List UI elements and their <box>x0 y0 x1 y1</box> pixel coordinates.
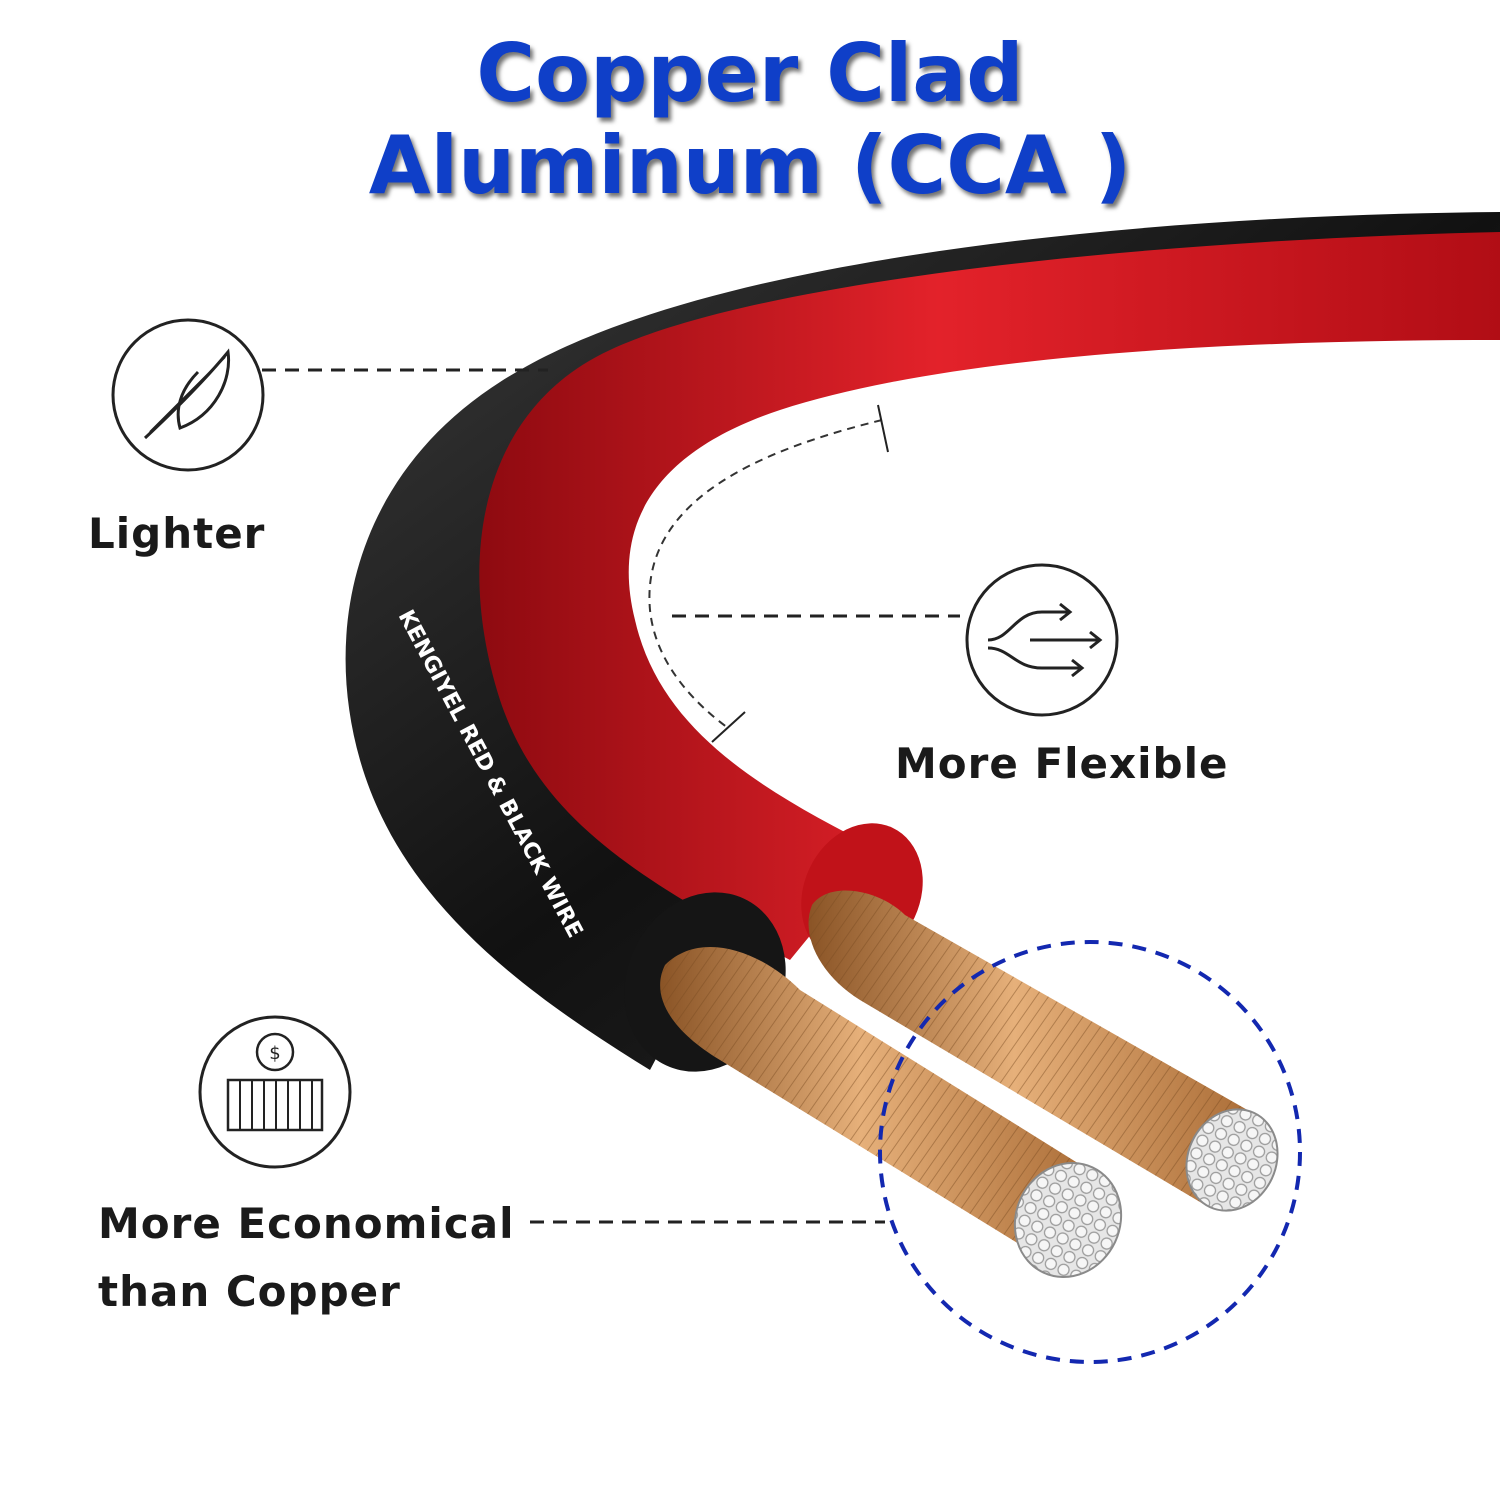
feature-label-economical: More Economical than Copper <box>98 1195 514 1321</box>
feature-label-flexible: More Flexible <box>895 739 1229 788</box>
economical-line-1: More Economical <box>98 1199 515 1248</box>
highlight-dashed-circle <box>878 940 1302 1364</box>
aluminum-core-lower <box>1013 1162 1123 1278</box>
feather-icon <box>111 318 265 472</box>
cable-spool-dollar-icon: $ <box>198 1015 352 1169</box>
flex-dashed-arc <box>648 419 883 729</box>
flexible-arrows-icon <box>965 563 1119 717</box>
title-line-1: Copper Clad <box>476 27 1024 120</box>
svg-text:$: $ <box>269 1043 280 1064</box>
feature-label-lighter: Lighter <box>88 509 266 558</box>
red-wire-jacket <box>479 232 1500 960</box>
aluminum-core-upper <box>1185 1108 1279 1212</box>
page-title: Copper Clad Aluminum (CCA ) <box>0 28 1500 212</box>
title-line-2: Aluminum (CCA ) <box>368 119 1132 212</box>
economical-line-2: than Copper <box>98 1267 401 1316</box>
